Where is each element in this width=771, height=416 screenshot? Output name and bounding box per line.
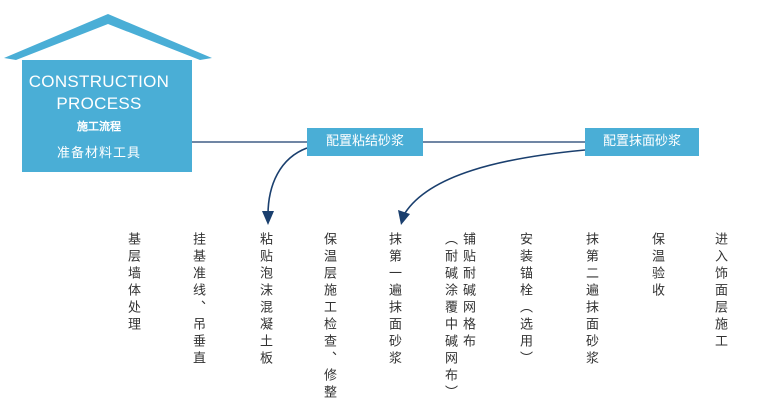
title-cn: 施工流程 xyxy=(77,120,121,133)
step-mesh-main: 铺贴耐碱网格布 xyxy=(460,232,475,351)
arrow-to-first-coat xyxy=(404,149,586,214)
title-en-line1: CONSTRUCTION xyxy=(28,72,170,91)
arrow-to-paste-board xyxy=(267,147,308,216)
house-body xyxy=(22,60,192,172)
title-en-line2: PROCESS xyxy=(56,94,142,113)
step-paste-board: 粘贴泡沫混凝土板 xyxy=(257,232,272,368)
house-roof xyxy=(4,14,212,60)
step-anchor: 安装锚栓（选用） xyxy=(517,232,532,368)
step-first-coat: 抹第一遍抹面砂浆 xyxy=(386,232,401,368)
step-second-coat: 抹第二遍抹面砂浆 xyxy=(583,232,598,368)
step-inspect: 保温层施工检查、修整 xyxy=(321,232,336,402)
step-base-wall: 基层墙体处理 xyxy=(125,232,140,334)
step-baseline: 挂基准线、吊垂直 xyxy=(190,232,205,368)
step-mesh-note: （耐碱涂覆中碱网布） xyxy=(442,232,457,402)
prep-step: 准备材料工具 xyxy=(56,146,141,161)
step-finish-layer: 进入饰面层施工 xyxy=(712,232,727,351)
bond-mortar-box: 配置粘结砂浆 xyxy=(307,128,423,156)
step-mesh: 铺贴耐碱网格布 （耐碱涂覆中碱网布） xyxy=(441,232,475,402)
step-acceptance: 保温验收 xyxy=(649,232,664,300)
arrow-head-first-coat xyxy=(398,210,410,225)
arrow-head-paste-board xyxy=(262,211,274,225)
finish-mortar-box: 配置抹面砂浆 xyxy=(585,128,699,156)
